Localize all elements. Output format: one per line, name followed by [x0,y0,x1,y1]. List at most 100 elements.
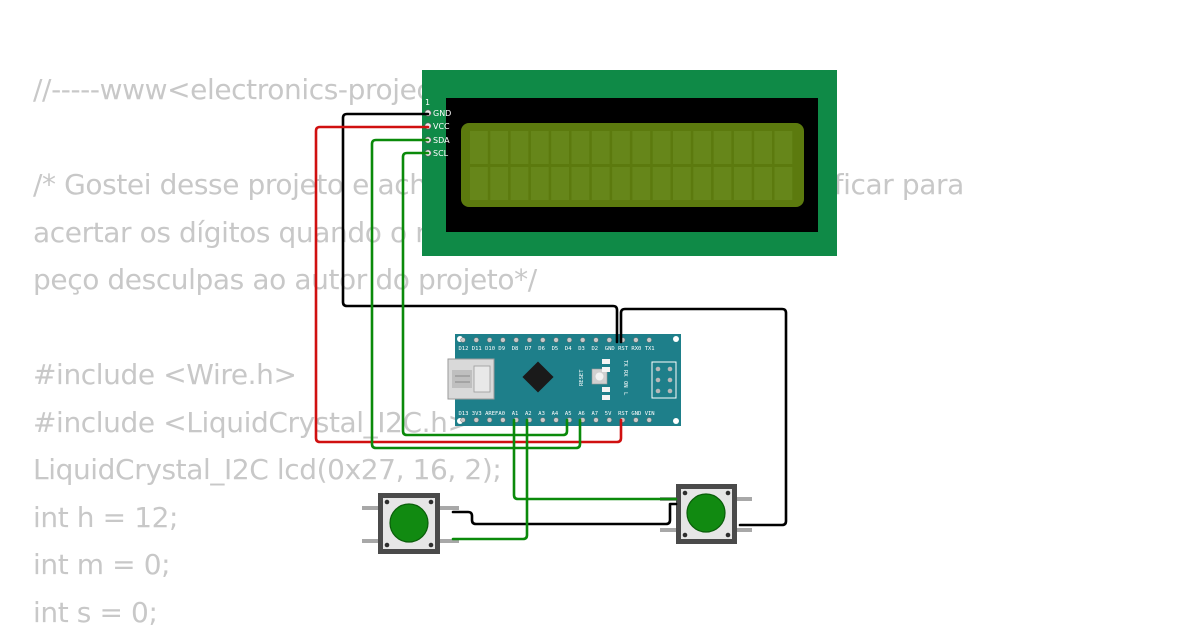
nano-pin[interactable] [647,338,652,343]
nano-pin[interactable] [647,418,652,423]
nano-pin[interactable] [607,418,612,423]
wire-a0-button-right[interactable] [514,420,676,499]
nano-pin[interactable] [527,338,532,343]
lcd-cell [734,131,752,164]
nano-pin-label: D12 [459,346,469,352]
reset-label: RESET [579,369,585,386]
lcd-cell [714,167,732,200]
lcd-cell [673,167,691,200]
lcd-cell [653,167,671,200]
lcd-cell [673,131,691,164]
nano-pin[interactable] [501,338,506,343]
lcd-display[interactable]: 1 GND VCC SDA SCL [422,70,837,256]
nano-pin[interactable] [607,338,612,343]
led-label-tx: TX [622,360,628,367]
nano-pin-label: D9 [498,346,505,352]
nano-pin-label: D5 [552,346,559,352]
nano-pin[interactable] [514,338,519,343]
wire-a1-button-left[interactable] [453,420,527,539]
nano-pin[interactable] [540,418,545,423]
nano-pin-label: D2 [592,346,599,352]
nano-pin-label: 5V [605,411,612,417]
nano-pin-label: RX0 [631,346,641,352]
nano-pin[interactable] [487,338,492,343]
nano-pin[interactable] [567,338,572,343]
nano-pin-label: D3 [578,346,585,352]
nano-pin[interactable] [634,338,639,343]
lcd-cell [754,131,772,164]
lcd-cell [714,131,732,164]
nano-pin[interactable] [594,338,599,343]
svg-text:SDA: SDA [433,136,450,145]
nano-pin-label: A0 [498,411,505,417]
nano-pin[interactable] [461,338,466,343]
push-button-left[interactable] [362,493,459,554]
lcd-cell [490,131,508,164]
lcd-cell [572,131,590,164]
lcd-cell [470,131,488,164]
led-label-on: ON [622,381,628,388]
lcd-cell [531,131,549,164]
nano-pin[interactable] [501,418,506,423]
nano-pin[interactable] [461,418,466,423]
usb-connector [448,359,494,399]
lcd-cell [612,167,630,200]
nano-pin-label: TX1 [645,346,655,352]
nano-pin-label: AREF [485,411,498,417]
nano-mount-hole [673,418,679,424]
led-label-rx: RX [622,370,628,377]
nano-pin-label: GND [605,346,615,352]
nano-pin[interactable] [487,418,492,423]
nano-pin-label: A3 [538,411,545,417]
lcd-cell [632,131,650,164]
nano-pin[interactable] [474,338,479,343]
lcd-cell [612,131,630,164]
lcd-cell [470,167,488,200]
nano-pin-label: A5 [565,411,572,417]
lcd-cell [754,167,772,200]
nano-mount-hole [673,336,679,342]
svg-text:GND: GND [433,109,451,118]
nano-pin-label: GND [631,411,641,417]
nano-pin[interactable] [554,338,559,343]
nano-pin-label: A2 [525,411,532,417]
lcd-cell [775,131,793,164]
lcd-cell [592,167,610,200]
lcd-cell [775,167,793,200]
lcd-cell [632,167,650,200]
nano-pin[interactable] [554,418,559,423]
lcd-pin-one-marker: 1 [425,98,430,107]
nano-pin-label: A1 [512,411,519,417]
button-cap[interactable] [687,494,725,532]
lcd-cell [693,131,711,164]
lcd-cell [693,167,711,200]
nano-pin-label: A4 [552,411,559,417]
nano-pin[interactable] [540,338,545,343]
lcd-cell [490,167,508,200]
lcd-cell [592,131,610,164]
nano-pin[interactable] [474,418,479,423]
lcd-cell [653,131,671,164]
nano-pin-label: A6 [578,411,585,417]
nano-pin-label: D8 [512,346,519,352]
lcd-cell [551,167,569,200]
lcd-cell [511,167,529,200]
lcd-cell [572,167,590,200]
lcd-cell [734,167,752,200]
svg-text:SCL: SCL [433,149,449,158]
nano-pin-label: D7 [525,346,532,352]
nano-pin-label: D13 [459,411,469,417]
nano-pin-label: D4 [565,346,572,352]
wire-gnd-button-left[interactable] [453,504,676,524]
push-button-right[interactable] [660,484,752,544]
nano-pin-label: D6 [538,346,545,352]
lcd-cell [531,167,549,200]
button-cap[interactable] [390,504,428,542]
nano-pin[interactable] [634,418,639,423]
nano-pin-label: VIN [645,411,655,417]
nano-pin[interactable] [580,338,585,343]
nano-pin-label: RST [618,411,629,417]
nano-pin[interactable] [594,418,599,423]
